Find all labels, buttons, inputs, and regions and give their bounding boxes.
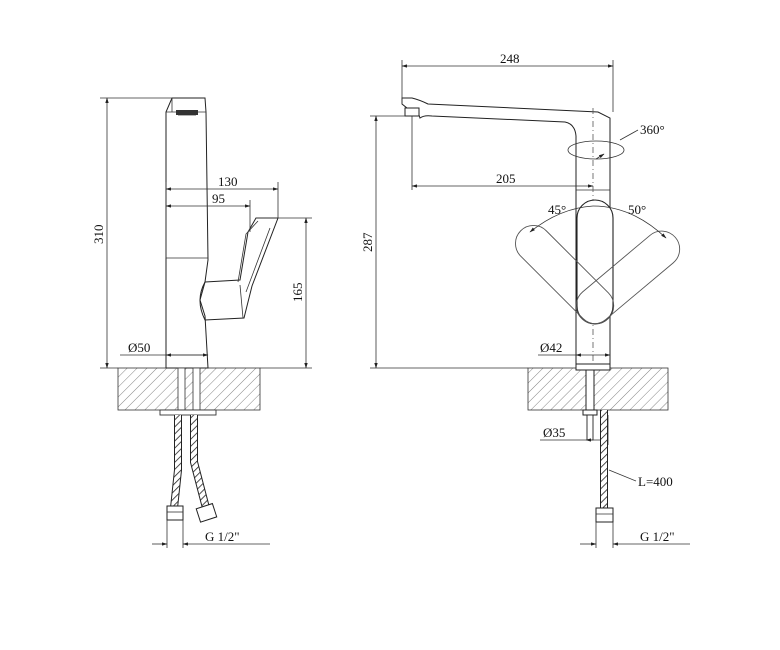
handle-side: [199, 217, 279, 321]
thread-label-right: G 1/2": [640, 529, 675, 544]
dim-height-310: 310: [91, 225, 106, 245]
lever-ghost-left: [515, 225, 615, 325]
swivel-360-label: 360°: [640, 122, 665, 137]
angle-left-label: 45°: [548, 202, 566, 217]
fitting-left-b: [195, 502, 218, 523]
dim-offset-205: 205: [496, 171, 516, 186]
faucet-body-side: [165, 97, 209, 369]
countertop-left: [117, 367, 261, 411]
thread-label-left: G 1/2": [205, 529, 240, 544]
spout-front: [401, 97, 611, 365]
aerator: [176, 110, 198, 115]
front-view: 360° 45° 50° 248 287 205 Ø42: [360, 51, 690, 548]
dim-reach-130: 130: [218, 174, 238, 189]
side-view: 310 165 130 95 Ø50 G 1: [91, 97, 312, 548]
dim-handle-height-165: 165: [290, 283, 305, 303]
countertop-right: [527, 367, 669, 411]
mount-stud: [585, 369, 595, 411]
dim-body-diameter: Ø42: [540, 340, 562, 355]
hose-length-label: L=400: [638, 474, 673, 489]
dim-mount-diameter: Ø35: [543, 425, 565, 440]
fitting-right: [595, 507, 614, 523]
lever-ghost-right: [575, 230, 681, 325]
angle-right-label: 50°: [628, 202, 646, 217]
lever-front: [576, 199, 614, 325]
dim-height-287: 287: [360, 232, 375, 252]
mounting-nut-left: [159, 409, 217, 416]
fitting-left-a: [166, 505, 184, 521]
dim-handle-reach-95: 95: [212, 191, 225, 206]
dim-base-diameter: Ø50: [128, 340, 150, 355]
dim-width-248: 248: [500, 51, 520, 66]
